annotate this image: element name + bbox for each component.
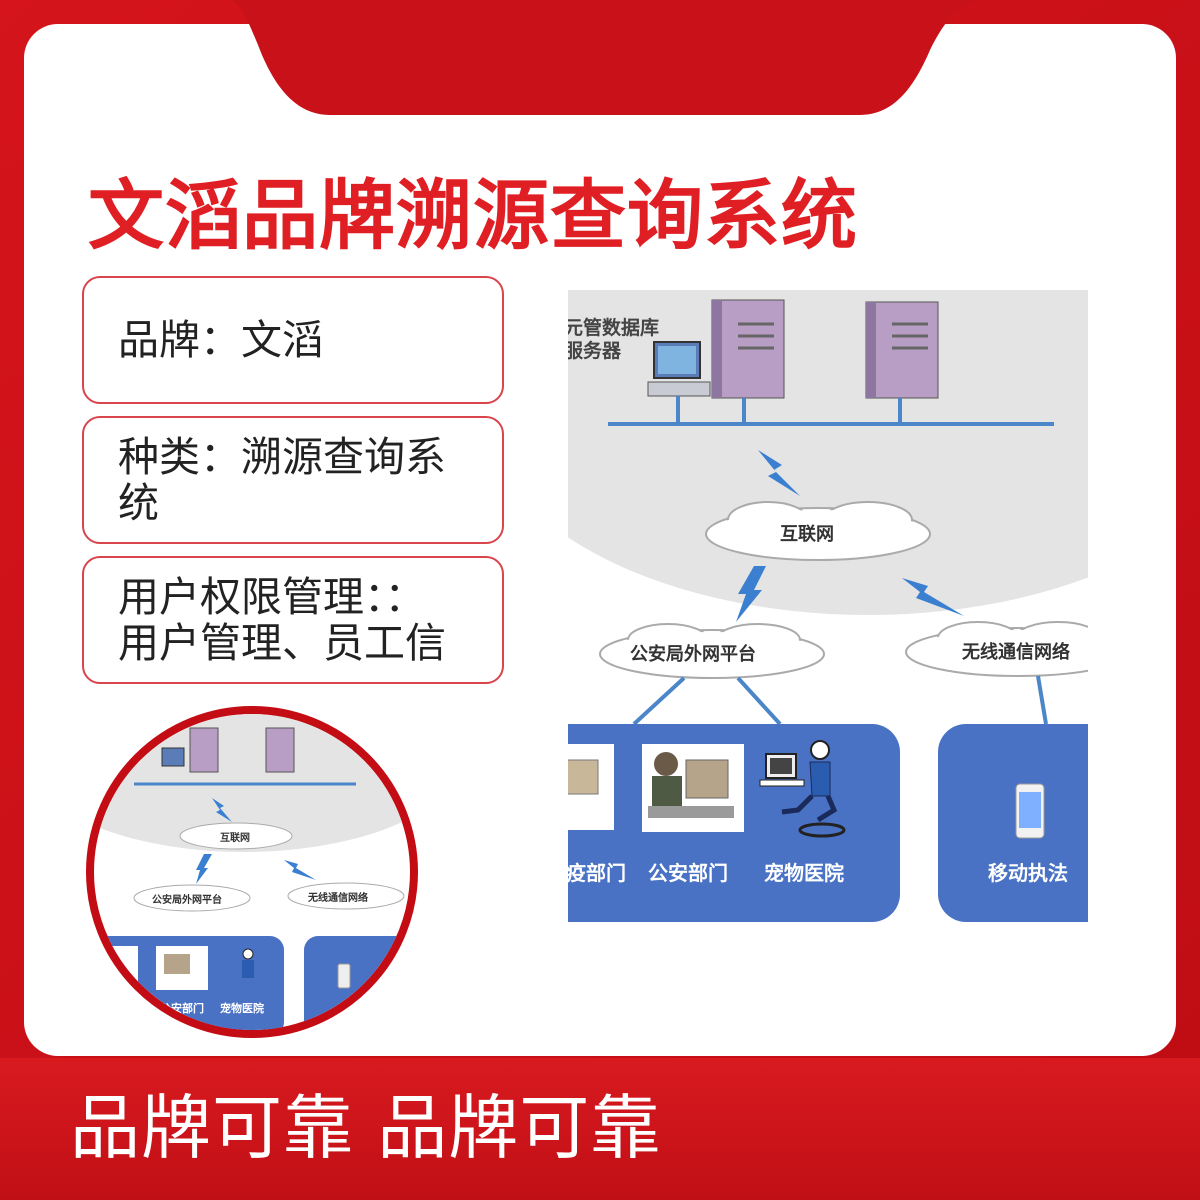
server-icon-1 xyxy=(711,299,785,399)
thumbnail-diagram: 互联网 公安局外网平台 无线通信网络 公安部门 宠物医院 移 xyxy=(94,714,410,1030)
db-server-label-2: 服务器 xyxy=(568,339,622,362)
lightning-icon-2 xyxy=(736,566,766,622)
thumb-dept-police-label: 公安部门 xyxy=(160,1001,204,1015)
internet-cloud: 互联网 xyxy=(705,501,931,561)
dept-police-label: 公安部门 xyxy=(648,861,728,885)
internet-label: 互联网 xyxy=(780,524,834,545)
mobile-enforcement-label: 移动执法 xyxy=(988,861,1068,885)
smartphone-icon xyxy=(1015,783,1045,839)
wireless-label: 无线通信网络 xyxy=(962,641,1070,663)
db-server-label-1: 元管数据库 xyxy=(568,316,659,339)
footer-bar xyxy=(0,1058,1200,1200)
lightning-icon-1 xyxy=(758,450,800,496)
mobile-panel xyxy=(938,724,1088,922)
dept-pet-hospital-label: 宠物医院 xyxy=(764,861,844,885)
info-box-category: 种类：溯源查询系 统 xyxy=(82,416,504,544)
police-platform-cloud: 公安局外网平台 xyxy=(599,623,825,679)
info-box-permissions: 用户权限管理：： 用户管理、员工信 xyxy=(82,556,504,684)
wireless-cloud: 无线通信网络 xyxy=(905,621,1088,677)
thumb-dept-pet-hospital-label: 宠物医院 xyxy=(220,1001,264,1015)
police-platform-label: 公安局外网平台 xyxy=(630,643,756,665)
thumb-wireless-label: 无线通信网络 xyxy=(307,891,368,904)
diagram-thumbnail: 互联网 公安局外网平台 无线通信网络 公安部门 宠物医院 移 xyxy=(86,706,418,1038)
page-title: 文滔品牌溯源查询系统 xyxy=(88,171,858,260)
pet-hospital-person-icon xyxy=(759,740,846,838)
permissions-line-1: 用户权限管理：： xyxy=(118,573,426,621)
info-box-brand: 品牌：文滔 xyxy=(82,276,504,404)
thumb-police-platform-label: 公安局外网平台 xyxy=(152,893,222,906)
computer-icon xyxy=(647,341,711,397)
network-diagram: 元管数据库 服务器 xyxy=(568,290,1088,922)
server-icon-2 xyxy=(865,301,939,399)
category-line-1: 种类：溯源查询系 xyxy=(118,433,446,481)
lightning-icon-3 xyxy=(902,578,964,616)
category-line-2: 统 xyxy=(118,479,159,527)
footer-slogan: 品牌可靠 品牌可靠 xyxy=(70,1087,662,1169)
brand-text: 品牌：文滔 xyxy=(118,316,323,364)
thumb-internet-label: 互联网 xyxy=(220,831,250,844)
permissions-line-2: 用户管理、员工信 xyxy=(118,619,446,667)
police-officer-icon xyxy=(648,752,734,818)
header-tab xyxy=(230,0,990,115)
dept-quarantine-label: 疫部门 xyxy=(568,861,626,885)
